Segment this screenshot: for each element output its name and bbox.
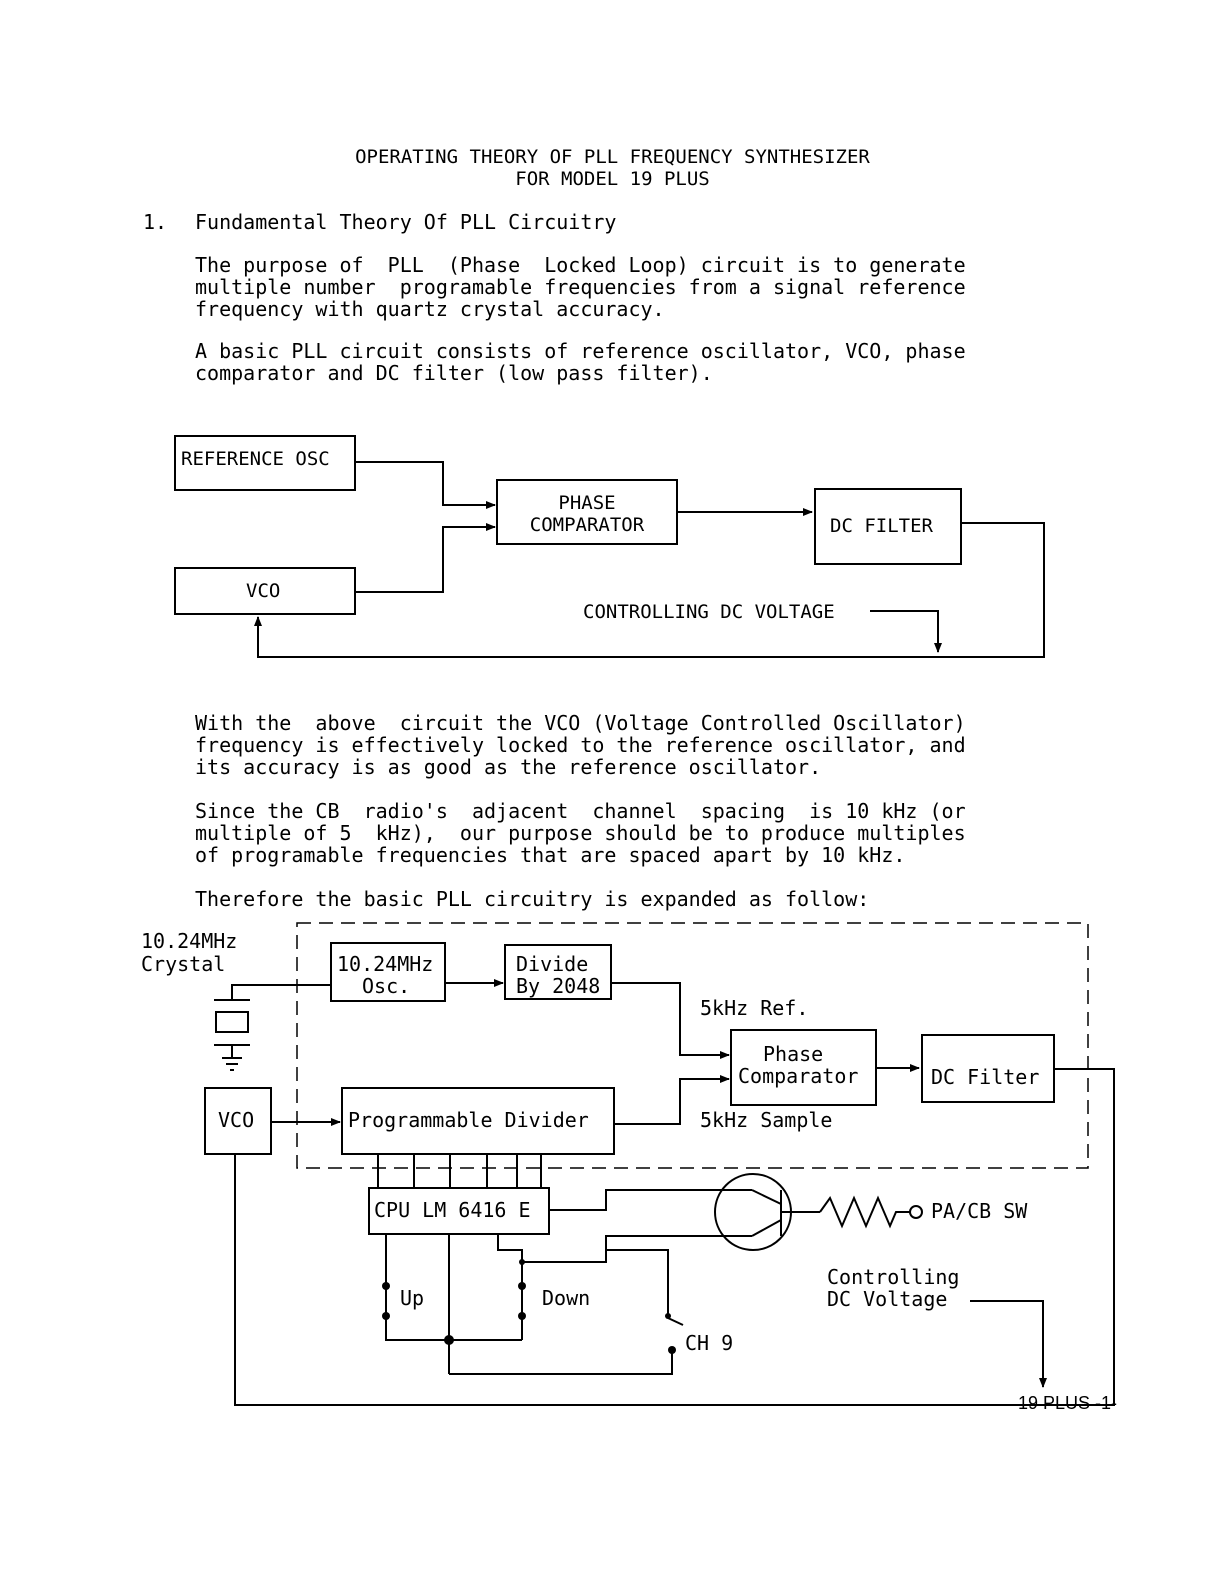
vco-label-2: VCO	[218, 1108, 254, 1132]
section-number: 1.	[143, 210, 168, 234]
section-heading: 1. Fundamental Theory Of PLL Circuitry	[143, 210, 616, 234]
crystal-label-line2: Crystal	[141, 952, 225, 976]
divider-2048-box	[504, 944, 612, 1000]
divide-label-line2: By 2048	[516, 974, 600, 998]
vco-box	[174, 567, 356, 615]
phase-label-2: Phase	[763, 1042, 823, 1066]
dc-filter-box	[814, 488, 962, 565]
programmable-divider-label: Programmable Divider	[348, 1108, 589, 1132]
up-switch-label: Up	[400, 1286, 424, 1310]
osc-label-line1: 10.24MHz	[337, 952, 433, 976]
reference-osc-box	[174, 435, 356, 491]
paragraph-expanded: Therefore the basic PLL circuitry is exp…	[195, 887, 870, 911]
vco-label: VCO	[246, 580, 280, 602]
phase-comparator-box-2	[730, 1029, 877, 1106]
cpu-box	[368, 1187, 550, 1235]
phase-label: PHASE	[558, 492, 615, 514]
dc-filter-label: DC FILTER	[830, 515, 934, 537]
paragraph-channel-spacing: Since the CB radio's adjacent channel sp…	[195, 799, 966, 867]
sample-label: 5kHz Sample	[700, 1108, 832, 1132]
paragraph-basic-circuit: A basic PLL circuit consists of referenc…	[195, 339, 966, 385]
down-switch-label: Down	[542, 1286, 590, 1310]
page-number: 19 PLUS -1-	[1018, 1393, 1118, 1413]
ref-label: 5kHz Ref.	[700, 996, 808, 1020]
controlling-voltage-label: CONTROLLING DC VOLTAGE	[583, 601, 835, 623]
vco-box-2	[204, 1087, 272, 1155]
dc-filter-label-2: DC Filter	[931, 1065, 1039, 1089]
controlling-label-line1: Controlling	[827, 1265, 959, 1289]
phase-comparator-box	[496, 479, 678, 545]
crystal-label-line1: 10.24MHz	[141, 929, 237, 953]
ch9-switch-label: CH 9	[685, 1331, 733, 1355]
paragraph-purpose: The purpose of PLL (Phase Locked Loop) c…	[195, 253, 966, 321]
comparator-label: COMPARATOR	[530, 514, 645, 536]
pa-cb-switch-label: PA/CB SW	[931, 1199, 1028, 1223]
document-title-line1: OPERATING THEORY OF PLL FREQUENCY SYNTHE…	[355, 146, 870, 168]
cpu-label: CPU LM 6416 E	[374, 1198, 531, 1222]
osc-box	[330, 942, 446, 1002]
divide-label-line1: Divide	[516, 952, 588, 976]
paragraph-vco-locked: With the above circuit the VCO (Voltage …	[195, 711, 966, 779]
programmable-divider-box	[341, 1087, 615, 1155]
synthesizer-ic-boundary	[296, 922, 1089, 1169]
document-title-line2: FOR MODEL 19 PLUS	[515, 168, 710, 190]
controlling-label-line2: DC Voltage	[827, 1287, 947, 1311]
comparator-label-2: Comparator	[738, 1064, 858, 1088]
section-title: Fundamental Theory Of PLL Circuitry	[195, 210, 617, 234]
osc-label-line2: Osc.	[362, 974, 410, 998]
dc-filter-box-2	[921, 1034, 1055, 1103]
reference-osc-label: REFERENCE OSC	[181, 448, 330, 470]
